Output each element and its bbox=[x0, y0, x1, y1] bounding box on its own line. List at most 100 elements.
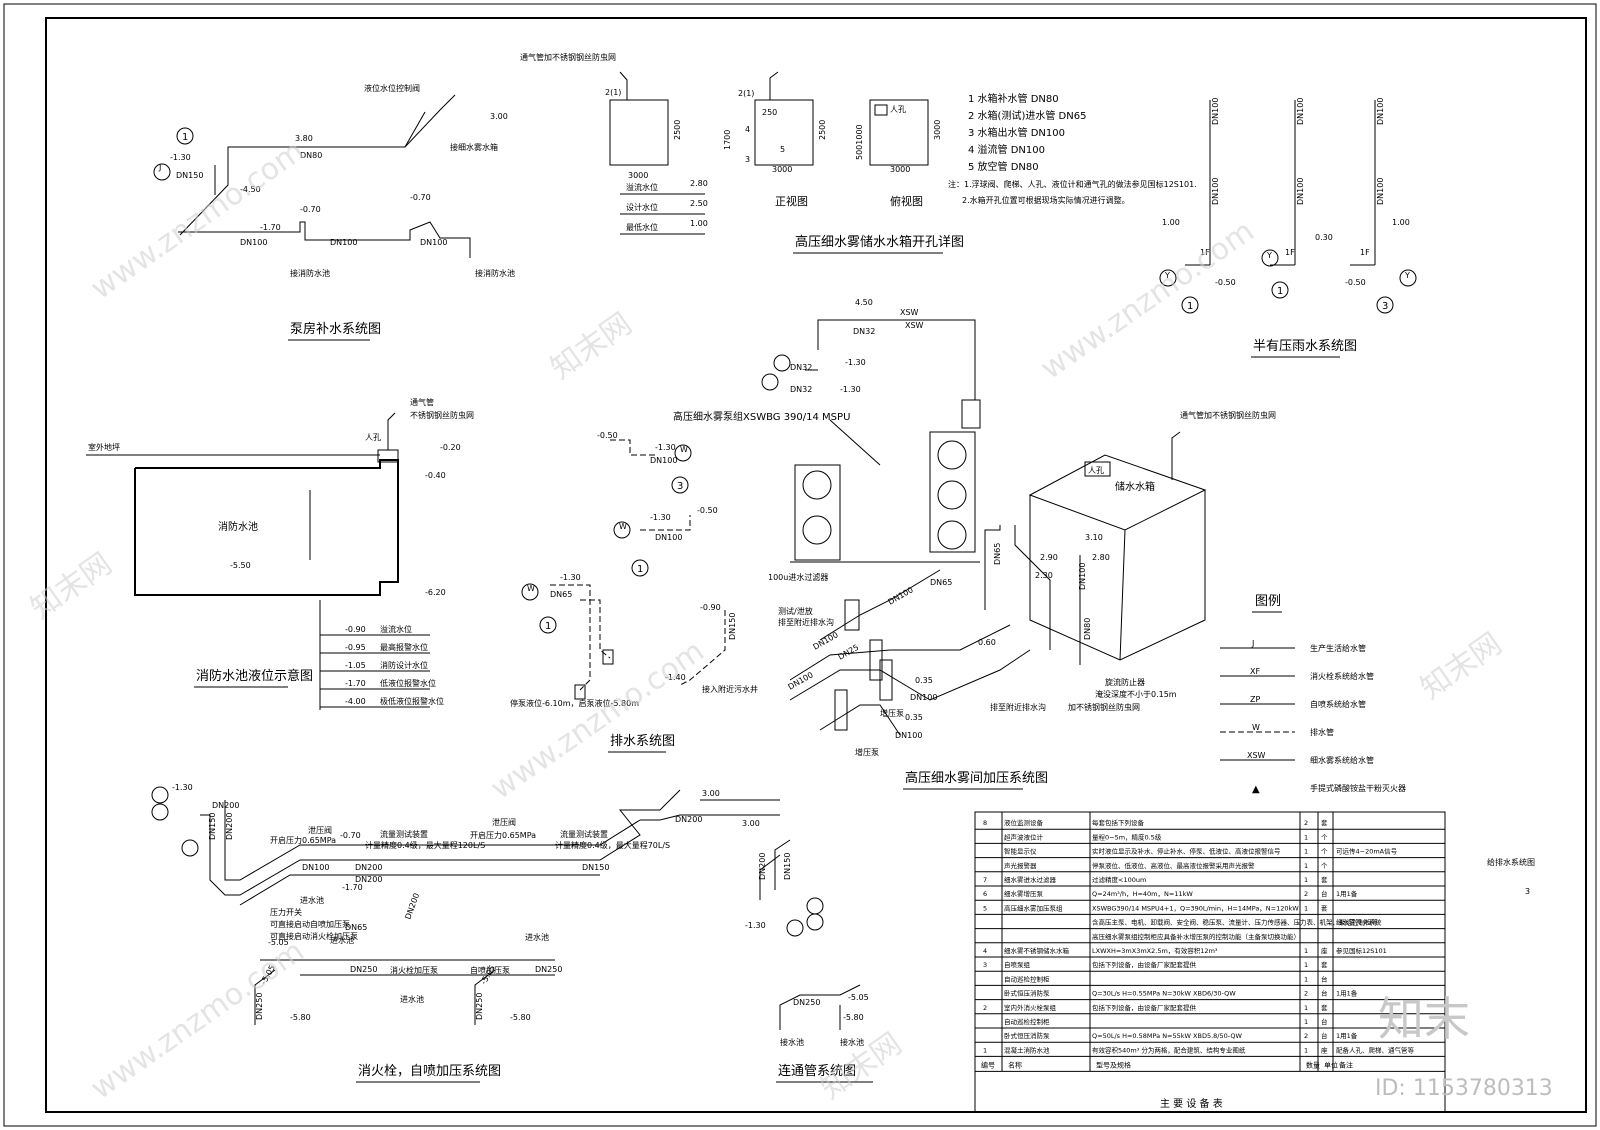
pool-levels: -0.90 溢流水位 -0.95 最高报警水位 -1.05 消防设计水位 -1.… bbox=[320, 624, 444, 708]
tank-top-manhole: 人孔 bbox=[890, 105, 906, 114]
hydrant-title: 消火栓，自喷加压系统图 bbox=[358, 1064, 501, 1079]
rain-c3: 3 bbox=[1382, 301, 1388, 312]
hydrant-flow-dev-b: 流量测试装置 bbox=[560, 829, 608, 839]
tank-n21: 2(1) bbox=[605, 88, 621, 97]
table-cell-qty: 2 bbox=[1304, 890, 1308, 898]
rain-diagram: DN100 DN100 DN100 DN100 DN100 DN100 1.00… bbox=[1159, 98, 1417, 358]
pump-dn100b: DN100 bbox=[330, 238, 357, 247]
press-vortex: 旋流防止器 bbox=[1105, 677, 1145, 687]
press-tank-label: 储水水箱 bbox=[1115, 480, 1155, 493]
hydrant-pv-b: 开启压力0.65MPa bbox=[470, 830, 536, 840]
tank-lowest: 最低水位 bbox=[626, 222, 658, 232]
drain-l050a: -0.50 bbox=[597, 431, 618, 440]
tank-front-4: 4 bbox=[745, 125, 750, 134]
table-cell-unit: 套 bbox=[1321, 875, 1328, 884]
press-l035b: 0.35 bbox=[905, 713, 923, 722]
watermark-text: www.znzmo.com bbox=[1035, 214, 1261, 387]
press-xsw-b: XSW bbox=[905, 321, 924, 330]
table-cell-name: 高压细水雾加压泵组 bbox=[1004, 903, 1063, 912]
hydrant-l580a: -5.80 bbox=[290, 1013, 311, 1022]
table-cell-spec: 包括下列设备，由设备厂家配套提供 bbox=[1092, 960, 1197, 969]
connect-dn250: DN250 bbox=[793, 998, 820, 1007]
hydrant-switch3: 可直接启动消火栓加压泵 bbox=[270, 931, 358, 941]
rain-1f-c: 1F bbox=[1360, 248, 1370, 257]
tank-h2500a: 2500 bbox=[673, 120, 682, 140]
table-cell-name: 超声波液位计 bbox=[1004, 832, 1044, 841]
pool-level-text: 低液位报警水位 bbox=[380, 678, 436, 688]
hydrant-dn200c: DN200 bbox=[225, 813, 234, 840]
pump-j-label: J bbox=[158, 163, 161, 172]
rain-y1: Y bbox=[1164, 271, 1170, 280]
note-item-1: 1 水箱补水管 DN80 bbox=[968, 92, 1059, 105]
drain-w3: W bbox=[527, 584, 535, 593]
table-cell-spec: 过滤精度<100um bbox=[1092, 875, 1146, 884]
pump-to-pool1: 接消防水池 bbox=[290, 268, 330, 278]
table-cell-spec: LXWXH=3mX3mX2.5m，有效容积12m³ bbox=[1092, 946, 1218, 955]
pool-l620: -6.20 bbox=[425, 588, 446, 597]
table-cell-note: 细水雾灭火系统 bbox=[1336, 918, 1382, 927]
table-cell-unit: 套 bbox=[1321, 960, 1328, 969]
legend-text: 自喷系统给水管 bbox=[1310, 699, 1366, 709]
table-cell-name: 室内外消火栓泵组 bbox=[1004, 1003, 1057, 1012]
note-1: 注：1.浮球阀、爬梯、人孔、液位计和通气孔的做法参见国标12S101. bbox=[948, 179, 1197, 189]
drain-l130a: -1.30 bbox=[655, 443, 676, 452]
pool-level-text: 溢流水位 bbox=[380, 624, 412, 634]
hydrant-switch: 压力开关 bbox=[270, 907, 302, 917]
note-item-4: 4 溢流管 DN100 bbox=[968, 143, 1045, 156]
press-drain-to2: 排至附近排水沟 bbox=[990, 702, 1046, 712]
hydrant-flow-dev-a: 流量测试装置 bbox=[380, 829, 428, 839]
press-l310: 3.10 bbox=[1085, 533, 1103, 542]
legend-item: J 生产生活给水管 bbox=[1220, 639, 1366, 653]
pool-vent: 通气管 bbox=[410, 397, 434, 407]
table-cell-unit: 套 bbox=[1321, 1003, 1328, 1012]
rain-1f-a: 1F bbox=[1200, 248, 1210, 257]
rain-dn100f: DN100 bbox=[1376, 178, 1385, 205]
table-cell-spec: Q=24m³/h，H=40m，N=11kW bbox=[1092, 890, 1193, 898]
table-cell-qty: 1 bbox=[1304, 862, 1308, 870]
legend-item: XF 消火栓系统给水管 bbox=[1220, 667, 1374, 681]
table-header-cell: 编号 bbox=[981, 1060, 995, 1069]
hydrant-pump-label: 消火栓加压泵 bbox=[390, 965, 438, 975]
hydrant-l070: -0.70 bbox=[340, 831, 361, 840]
press-dn32c: DN32 bbox=[790, 385, 812, 394]
pool-l550: -5.50 bbox=[230, 561, 251, 570]
pool-level-value: -1.70 bbox=[345, 679, 366, 688]
table-cell-spec: Q=50L/s H=0.58MPa N=55kW XBD5.8/50-QW bbox=[1092, 1032, 1242, 1040]
hydrant-dn200f: DN200 bbox=[403, 892, 421, 921]
watermark-text: www.znzmo.com bbox=[485, 634, 711, 807]
table-cell-spec: 停泵液位、低液位、高液位、最高液位报警采用声光报警 bbox=[1092, 861, 1255, 870]
inner-frame bbox=[45, 17, 1587, 1113]
rain-l030: 0.30 bbox=[1315, 233, 1333, 242]
pool-level-value: -4.00 bbox=[345, 697, 366, 706]
tank-h1700: 1700 bbox=[723, 130, 732, 150]
pool-name: 消防水池 bbox=[218, 520, 258, 533]
press-depth: 淹没深度不小于0.15m bbox=[1095, 689, 1177, 699]
legend-text: 手提式磷酸铵盐干粉灭火器 bbox=[1310, 783, 1406, 793]
tank-front-n21: 2(1) bbox=[738, 89, 754, 98]
pump-dn100c: DN100 bbox=[420, 238, 447, 247]
drain-l090: -0.90 bbox=[700, 603, 721, 612]
pool-ground: 室外地坪 bbox=[88, 442, 120, 452]
pool-l040: -0.40 bbox=[425, 471, 446, 480]
table-cell-unit: 个 bbox=[1321, 833, 1328, 841]
watermark-text: www.znzmo.com bbox=[85, 934, 311, 1107]
tank-w3000c: 3000 bbox=[890, 165, 910, 174]
rain-dn100e: DN100 bbox=[1376, 98, 1385, 125]
rain-dn100a: DN100 bbox=[1211, 98, 1220, 125]
pool-l020: -0.20 bbox=[440, 443, 461, 452]
table-cell-spec: 量程0~5m，精度0.5级 bbox=[1092, 832, 1162, 841]
press-l130a: -1.30 bbox=[845, 358, 866, 367]
table-cell-no: 8 bbox=[983, 819, 987, 827]
outer-frame bbox=[3, 3, 1597, 1127]
pump-level-170: -1.70 bbox=[260, 223, 281, 232]
press-l230: 2.30 bbox=[1035, 571, 1053, 580]
hydrant-dn200g: DN200 bbox=[758, 853, 767, 880]
drain-l050b: -0.50 bbox=[697, 506, 718, 515]
connect-diagram: DN250 -5.05 -5.80 接水池 接水池 连通管系统图 bbox=[776, 984, 873, 1083]
watermark-logo: 知末 bbox=[1378, 992, 1470, 1046]
legend-item: XSW 细水雾系统给水管 bbox=[1220, 751, 1374, 765]
tank-overflow: 溢流水位 bbox=[626, 182, 658, 192]
rain-c1b: 1 bbox=[1277, 286, 1283, 297]
table-cell-spec: 包括下列设备，由设备厂家配套提供 bbox=[1092, 1003, 1197, 1012]
table-cell-note: 参见国标12S101 bbox=[1336, 946, 1387, 955]
